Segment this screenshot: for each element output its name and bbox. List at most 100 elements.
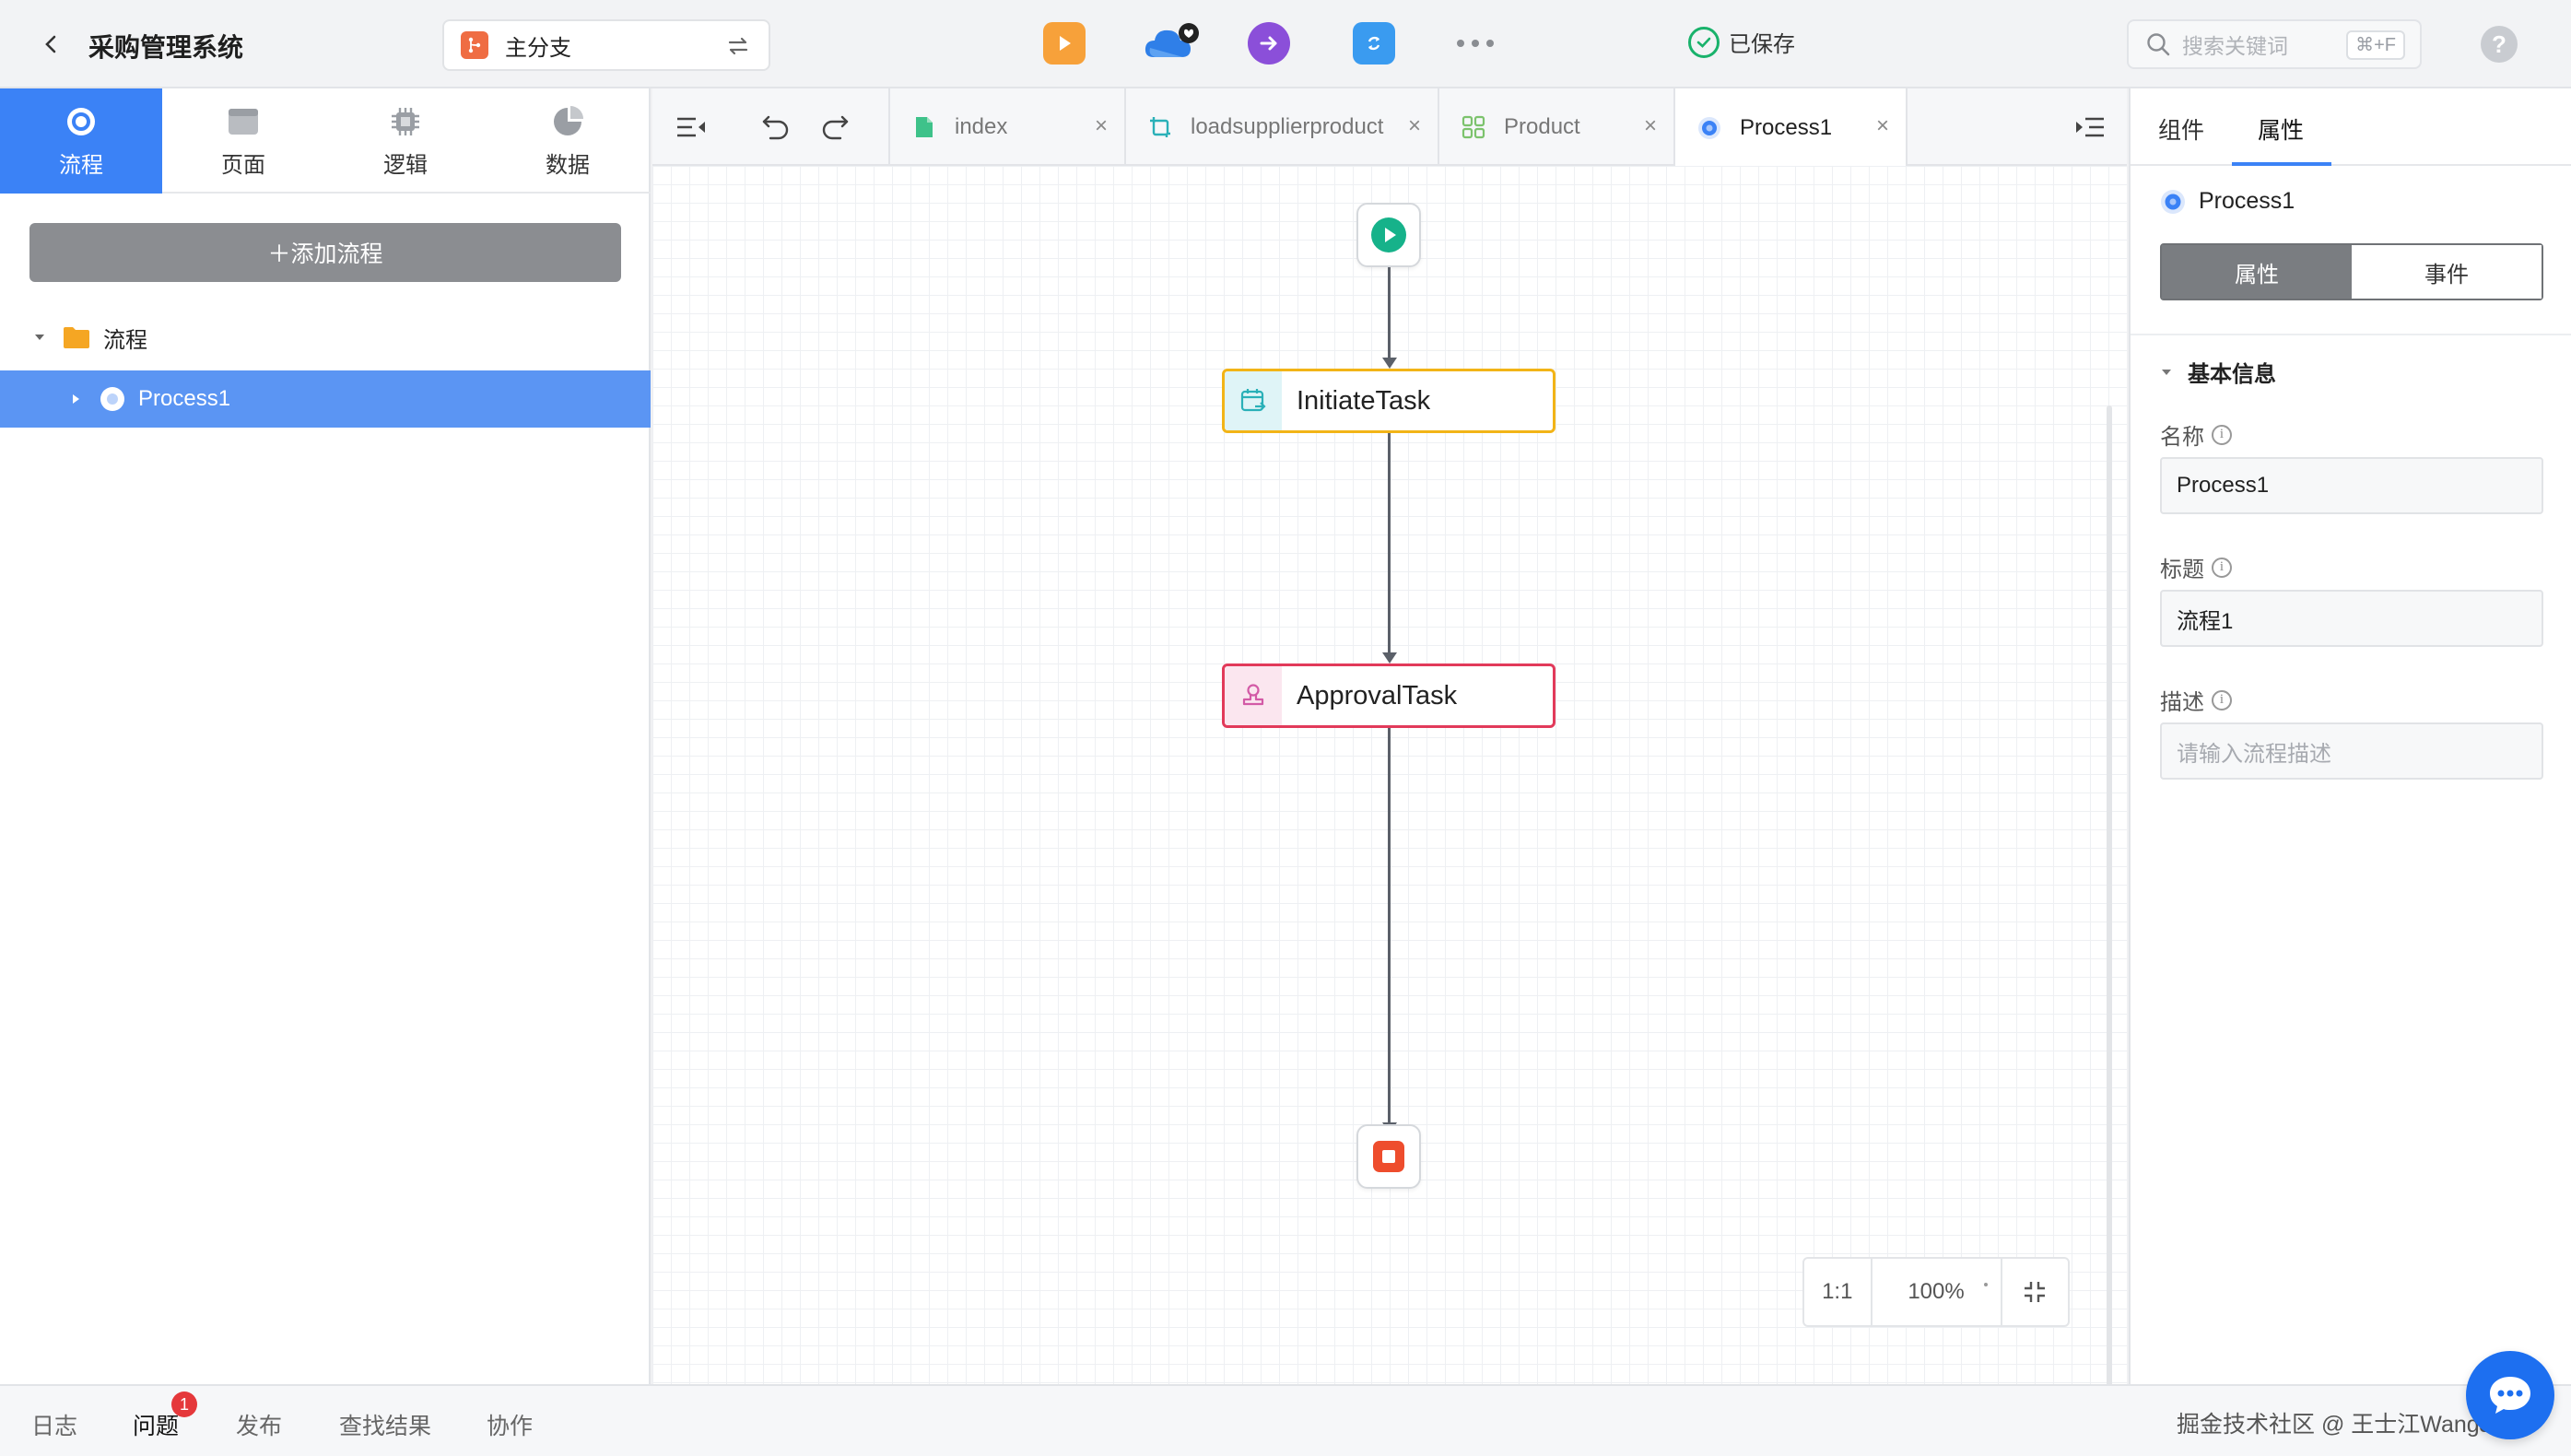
tab-data[interactable]: 数据 [487,88,649,194]
redo-button[interactable] [816,109,853,146]
canvas-scrollbar[interactable] [2107,405,2112,1384]
more-dots-icon [1457,40,1494,47]
chat-assistant-button[interactable] [2466,1351,2554,1439]
publish-button[interactable] [1248,22,1290,65]
file-tab-label: Product [1504,114,1580,139]
approval-task-label: ApprovalTask [1297,680,1458,710]
search-input[interactable]: 搜索关键词 ⌘+F [2127,19,2422,69]
initiate-task-node[interactable]: InitiateTask [1222,369,1556,433]
preview-button[interactable] [1043,22,1086,65]
process-dot-icon [1697,116,1721,140]
basic-info-section[interactable]: 基本信息 [2160,356,2276,388]
swap-icon[interactable] [726,34,750,63]
add-process-button[interactable]: ＋添加流程 [29,223,621,282]
bottom-tab-problems[interactable]: 问题 [133,1414,180,1439]
approval-task-node[interactable]: ApprovalTask [1222,663,1556,728]
undo-icon [762,115,789,140]
tree-folder-label: 流程 [103,327,147,353]
info-icon[interactable]: i [2212,424,2232,445]
file-tab-label: Process1 [1740,115,1833,140]
zoom-controls: 1:1 100% [1802,1257,2070,1327]
divider [2131,334,2571,335]
close-icon[interactable]: × [1094,113,1108,138]
back-button[interactable] [33,26,70,63]
tab-process-label: 流程 [59,152,103,178]
fit-view-button[interactable] [2000,1259,2069,1325]
initiate-task-label: InitiateTask [1297,385,1431,416]
selected-component-name: Process1 [2199,188,2295,214]
check-circle-icon [1688,26,1720,58]
left-panel-tabs: 流程 页面 逻辑 数据 [0,88,651,194]
bottom-bar: 日志 问题 1 发布 查找结果 协作 掘金技术社区 @ 王士江WangJohn [0,1384,2571,1456]
search-placeholder: 搜索关键词 [2182,34,2288,58]
field-label-text: 标题 [2160,558,2204,582]
more-options-button[interactable] [1454,22,1497,65]
file-tab-index[interactable]: index × [888,88,1124,166]
arrowhead [1382,652,1397,663]
close-icon[interactable]: × [1875,113,1889,138]
end-node[interactable] [1356,1124,1421,1189]
tree-folder-process[interactable]: 流程 [0,310,651,365]
deploy-cloud-button[interactable] [1141,20,1203,63]
info-icon[interactable]: i [2212,557,2232,578]
zoom-level-select[interactable]: 100% [1872,1259,2001,1325]
end-stop-icon [1373,1141,1404,1172]
bottom-tab-log[interactable]: 日志 [31,1414,78,1439]
undo-button[interactable] [757,109,794,146]
tab-components[interactable]: 组件 [2158,118,2205,144]
property-event-switch: 属性 事件 [2160,243,2543,300]
problem-count-badge: 1 [171,1391,197,1417]
field-label-name: 名称 i [2160,418,2232,451]
segment-properties[interactable]: 属性 [2162,245,2352,299]
zoom-reset-button[interactable]: 1:1 [1804,1259,1872,1325]
close-icon[interactable]: × [1407,113,1421,138]
collapse-left-button[interactable] [673,109,710,146]
title-field[interactable]: 流程1 [2160,590,2543,647]
info-icon[interactable]: i [2212,689,2232,710]
tab-page-label: 页面 [221,152,265,178]
field-label-text: 描述 [2160,690,2204,715]
caret-right-icon [73,394,79,404]
tab-process[interactable]: 流程 [0,88,162,194]
sync-button[interactable] [1353,22,1395,65]
zoom-caret-icon [1983,1283,1988,1286]
app-title: 采购管理系统 [88,33,244,62]
start-node[interactable] [1356,203,1421,267]
chevron-left-icon [45,35,56,53]
tree-item-process1[interactable]: Process1 [0,370,651,428]
segment-events[interactable]: 事件 [2352,245,2542,299]
file-tab-process1[interactable]: Process1 × [1673,88,1908,168]
tab-data-label: 数据 [546,152,590,178]
help-icon[interactable]: ? [2481,26,2518,63]
file-tab-loadsupplierproduct[interactable]: loadsupplierproduct × [1124,88,1438,166]
collapse-right-button[interactable] [2072,109,2108,146]
active-tab-indicator [2232,162,2331,166]
file-tab-bar: index × loadsupplierproduct × Product × … [652,88,2127,168]
bottom-tab-publish[interactable]: 发布 [236,1414,283,1439]
close-icon[interactable]: × [1643,113,1657,138]
file-tab-label: index [955,114,1008,139]
description-field[interactable]: 请输入流程描述 [2160,722,2543,780]
search-shortcut: ⌘+F [2346,30,2405,60]
caret-down-icon [2162,369,2171,375]
branch-selector[interactable]: 主分支 [442,19,770,71]
tab-properties[interactable]: 属性 [2258,118,2305,144]
tab-page[interactable]: 页面 [162,88,324,194]
tab-logic[interactable]: 逻辑 [324,88,487,194]
page-icon [226,104,261,139]
caret-down-icon [35,335,44,340]
branch-label: 主分支 [505,35,571,61]
tree-item-label: Process1 [138,386,231,411]
bottom-tab-collaborate[interactable]: 协作 [487,1414,534,1439]
entity-grid-icon [1462,115,1485,139]
collapse-right-icon [2076,117,2104,137]
start-play-icon [1371,217,1406,252]
arrowhead [1382,358,1397,369]
file-tab-label: loadsupplierproduct [1191,114,1384,139]
page-file-icon [912,115,936,139]
arrow-right-icon [1260,36,1277,51]
file-tab-product[interactable]: Product × [1438,88,1673,166]
name-field[interactable]: Process1 [2160,457,2543,514]
bottom-tab-find-results[interactable]: 查找结果 [339,1414,432,1439]
top-bar: 采购管理系统 主分支 已保存 搜索关键词 ⌘+F ? [0,0,2571,88]
